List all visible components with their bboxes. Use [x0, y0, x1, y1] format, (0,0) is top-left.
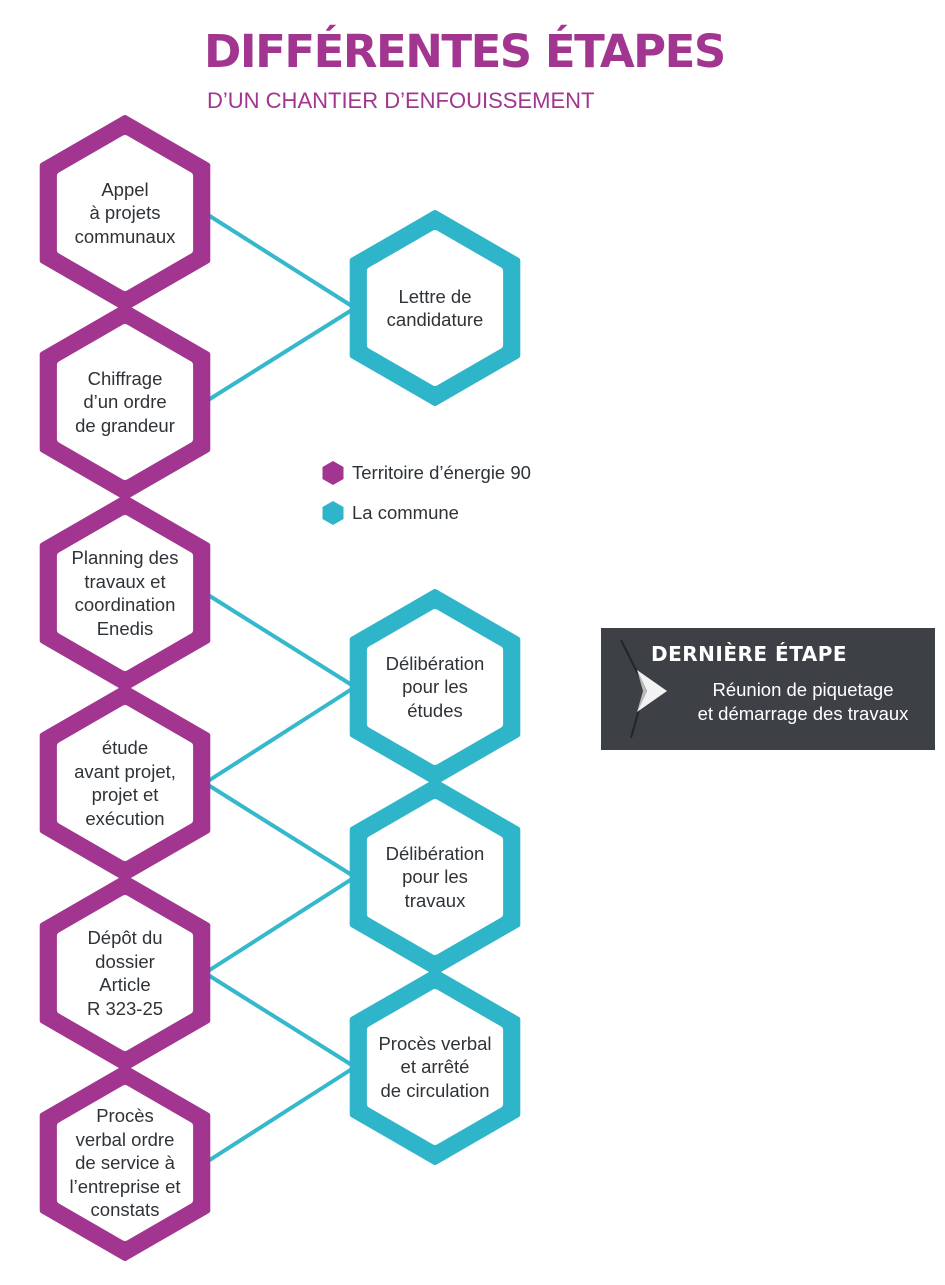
legend-label-commune: La commune: [352, 502, 459, 523]
last-step-box: DERNIÈRE ÉTAPE Réunion de piquetage et d…: [601, 628, 935, 750]
connector-line-3: [203, 591, 357, 689]
territoire-step-2: [39, 304, 211, 500]
territoire-step-4: [39, 685, 211, 881]
connector-line-5: [203, 781, 357, 879]
territoire-step-4-label: étude avant projet, projet et exécution: [74, 737, 176, 829]
page-title: DIFFÉRENTES ÉTAPES: [204, 25, 726, 78]
territoire-step-3-label: Planning des travaux et coordination Ene…: [71, 547, 179, 639]
commune-step-3-label: Délibération pour les travaux: [385, 842, 485, 911]
connector-lines: [203, 211, 357, 1165]
territoire-step-1-inner: [56, 135, 194, 291]
legend-label-territoire: Territoire d’énergie 90: [352, 462, 531, 483]
territoire-step-1: [39, 115, 211, 311]
territoire-step-2-label: Chiffrage d’un ordre de grandeur: [75, 367, 175, 436]
territoire-step-3-inner: [56, 515, 194, 671]
territoire-step-2-inner: [56, 324, 194, 480]
territoire-step-4-inner: [56, 705, 194, 861]
territoire-step-3: [39, 495, 211, 691]
legend-item-territoire: Territoire d’énergie 90: [322, 461, 531, 485]
commune-step-3-inner: [366, 799, 504, 955]
commune-step-2-inner: [366, 609, 504, 765]
chevron-right-icon: [620, 639, 667, 739]
territoire-step-5: [39, 875, 211, 1071]
connector-line-4: [203, 685, 357, 785]
page-subtitle: D’UN CHANTIER D’ENFOUISSEMENT: [207, 88, 595, 113]
commune-step-1: [349, 210, 521, 406]
commune-step-2-label: Délibération pour les études: [385, 652, 485, 721]
last-step-title: DERNIÈRE ÉTAPE: [651, 642, 848, 666]
commune-step-1-inner: [366, 230, 504, 386]
step-hexagons: [39, 115, 521, 1261]
hexagon-purple-icon: [322, 461, 344, 485]
commune-step-4-label: Procès verbal et arrêté de circulation: [378, 1032, 492, 1101]
connector-line-1: [203, 211, 357, 310]
territoire-step-6: [39, 1065, 211, 1261]
territoire-step-1-label: Appel à projets communaux: [74, 178, 176, 247]
connector-line-2: [203, 306, 357, 404]
territoire-step-6-label: Procès verbal ordre de service à l’entre…: [69, 1105, 181, 1221]
territoire-step-5-label: Dépôt du dossier Article R 323-25: [86, 927, 164, 1019]
commune-step-3: [349, 779, 521, 975]
connector-line-6: [203, 875, 357, 975]
commune-step-2: [349, 589, 521, 785]
commune-step-4-inner: [366, 989, 504, 1145]
hexagon-teal-icon: [322, 501, 344, 525]
legend-item-commune: La commune: [322, 501, 459, 525]
territoire-step-5-inner: [56, 895, 194, 1051]
commune-step-1-label: Lettre de candidature: [386, 285, 484, 331]
last-step-description: Réunion de piquetage et démarrage des tr…: [697, 679, 909, 724]
commune-step-4: [349, 969, 521, 1165]
connector-line-8: [203, 1065, 357, 1165]
territoire-step-6-inner: [56, 1085, 194, 1241]
connector-line-7: [203, 971, 357, 1069]
